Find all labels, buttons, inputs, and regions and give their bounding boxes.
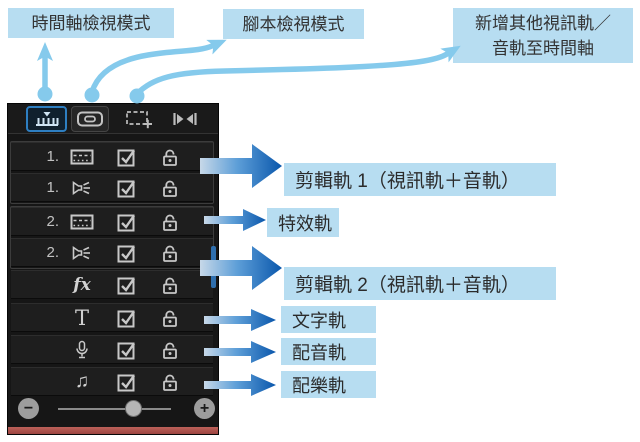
track-number: 1. — [46, 179, 59, 196]
track-panel: 1. 1. 2. — [7, 103, 219, 435]
callout-add-track-line2: 音軌至時間軸 — [492, 38, 594, 58]
annotation-arrow-music-track — [204, 374, 276, 396]
track-number: 2. — [46, 213, 59, 230]
track-enable-checkbox[interactable] — [105, 178, 149, 198]
track-row-voice[interactable] — [11, 335, 213, 364]
callout-storyboard-view-mode: 腳本檢視模式 — [223, 9, 364, 39]
label-voice-track: 配音軌 — [281, 338, 376, 365]
label-effect-track: 特效軌 — [267, 208, 339, 237]
track-row-video-2[interactable]: 2. — [11, 207, 213, 236]
storyboard-view-button[interactable] — [71, 106, 109, 132]
track-lock-toggle[interactable] — [149, 212, 191, 232]
track-lock-toggle[interactable] — [149, 147, 191, 167]
track-enable-checkbox[interactable] — [105, 147, 149, 167]
fit-timeline-button[interactable] — [166, 106, 204, 132]
music-track-icon: ♫ — [74, 370, 90, 392]
timeline-toolbar — [8, 104, 218, 134]
track-row-music[interactable]: ♫ — [11, 367, 213, 396]
callout-add-track-line1: 新增其他視訊軌／ — [475, 13, 611, 33]
audio-track-icon — [59, 180, 105, 196]
label-title-track: 文字軌 — [281, 306, 376, 333]
connector-dot-add-track — [129, 88, 145, 104]
track-lock-toggle[interactable] — [149, 178, 191, 198]
track-number: 2. — [46, 244, 59, 261]
annotation-arrow-clip-track-1 — [200, 144, 282, 188]
track-enable-checkbox[interactable] — [105, 212, 149, 232]
zoom-in-button[interactable]: + — [194, 398, 215, 419]
video-track-icon — [59, 148, 105, 166]
track-enable-checkbox[interactable] — [105, 243, 149, 263]
connector-storyboard-view — [89, 39, 227, 95]
track-enable-checkbox[interactable] — [105, 372, 149, 392]
connector-dot-storyboard — [84, 87, 100, 103]
track-lock-toggle[interactable] — [149, 275, 191, 295]
track-row-video-1[interactable]: 1. — [11, 142, 213, 171]
timeline-zoom-bar: − + — [8, 397, 218, 421]
effect-track-icon: fx — [73, 274, 91, 295]
label-music-track: 配樂軌 — [281, 371, 376, 398]
label-clip-track-2: 剪輯軌 2（視訊軌＋音軌） — [284, 267, 556, 300]
track-number: 1. — [46, 148, 59, 165]
track-lock-toggle[interactable] — [149, 340, 191, 360]
title-track-icon: T — [74, 305, 89, 330]
annotation-arrow-voice-track — [204, 341, 276, 363]
timeline-ruler-edge — [8, 427, 218, 434]
callout-add-track: 新增其他視訊軌／ 音軌至時間軸 — [453, 8, 633, 63]
track-lock-toggle[interactable] — [149, 243, 191, 263]
annotation-arrow-clip-track-2 — [200, 246, 282, 290]
add-track-button[interactable] — [120, 106, 158, 132]
callout-timeline-view-mode: 時間軸檢視模式 — [8, 8, 174, 38]
zoom-slider-track[interactable] — [58, 408, 171, 410]
track-row-audio-1[interactable]: 1. — [11, 173, 213, 202]
track-enable-checkbox[interactable] — [105, 340, 149, 360]
track-lock-toggle[interactable] — [149, 308, 191, 328]
label-clip-track-1: 剪輯軌 1（視訊軌＋音軌） — [284, 163, 556, 196]
track-enable-checkbox[interactable] — [105, 308, 149, 328]
track-row-title[interactable]: T — [11, 303, 213, 332]
track-row-audio-2[interactable]: 2. — [11, 238, 213, 267]
annotation-arrow-effect-track — [204, 209, 266, 231]
voice-track-icon — [59, 340, 105, 360]
audio-track-icon — [59, 245, 105, 261]
connector-dot-timeline — [37, 86, 53, 102]
timeline-view-button[interactable] — [26, 106, 67, 132]
track-enable-checkbox[interactable] — [105, 275, 149, 295]
track-lock-toggle[interactable] — [149, 372, 191, 392]
connector-add-track — [134, 45, 461, 97]
video-track-icon — [59, 213, 105, 231]
zoom-slider-thumb[interactable] — [125, 400, 142, 417]
zoom-out-button[interactable]: − — [18, 398, 39, 419]
annotation-arrow-title-track — [204, 309, 276, 331]
track-row-effect[interactable]: fx — [11, 270, 213, 299]
